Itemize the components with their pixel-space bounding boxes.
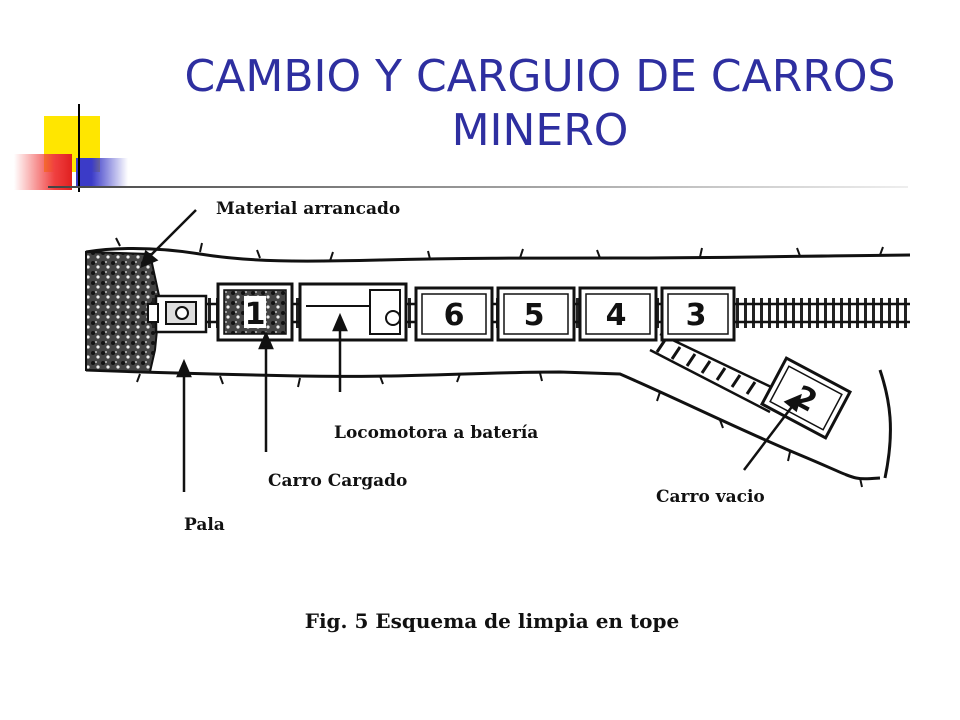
- carro-cargado-1: 1: [216, 282, 294, 342]
- decor-red-bar: [14, 154, 72, 190]
- label-carro-cargado: Carro Cargado: [268, 471, 407, 491]
- label-pala: Pala: [184, 515, 225, 535]
- label-material-arrancado: Material arrancado: [216, 199, 400, 219]
- carro-vacio-2: 2: [759, 356, 853, 440]
- car-number-5: 5: [524, 298, 545, 333]
- arrow-carro-vacio: [743, 403, 795, 471]
- mine-loading-diagram: 1 6 5 4 3 2: [85, 199, 911, 633]
- tunnel-lower-wall: [85, 368, 881, 481]
- locomotora: [298, 282, 408, 342]
- car-number-6: 6: [444, 298, 465, 333]
- carro-4: 4: [578, 286, 658, 342]
- car-number-1: 1: [245, 297, 266, 332]
- title-divider: [48, 186, 908, 188]
- tunnel-wall-ticks: [115, 237, 884, 488]
- decor-vertical-line: [78, 104, 80, 192]
- carro-5: 5: [496, 286, 576, 342]
- label-carro-vacio: Carro vacio: [656, 487, 765, 507]
- title-line-1: CAMBIO Y CARGUIO DE CARROS: [184, 51, 896, 102]
- figure-caption: Fig. 5 Esquema de limpia en tope: [305, 609, 679, 633]
- label-locomotora: Locomotora a batería: [334, 423, 538, 443]
- branch-track: [649, 332, 791, 414]
- car-number-4: 4: [606, 298, 627, 333]
- slide-title: CAMBIO Y CARGUIO DE CARROS MINERO: [120, 50, 960, 158]
- carro-3: 3: [660, 286, 736, 342]
- decor-blue-bar: [76, 158, 128, 186]
- tunnel-branch-wall: [878, 369, 892, 479]
- pala-shovel: [147, 294, 208, 334]
- title-line-2: MINERO: [451, 105, 629, 156]
- tunnel-upper-wall: [85, 247, 911, 263]
- arrow-material: [147, 209, 197, 259]
- car-number-3: 3: [686, 298, 707, 333]
- carro-6: 6: [414, 286, 494, 342]
